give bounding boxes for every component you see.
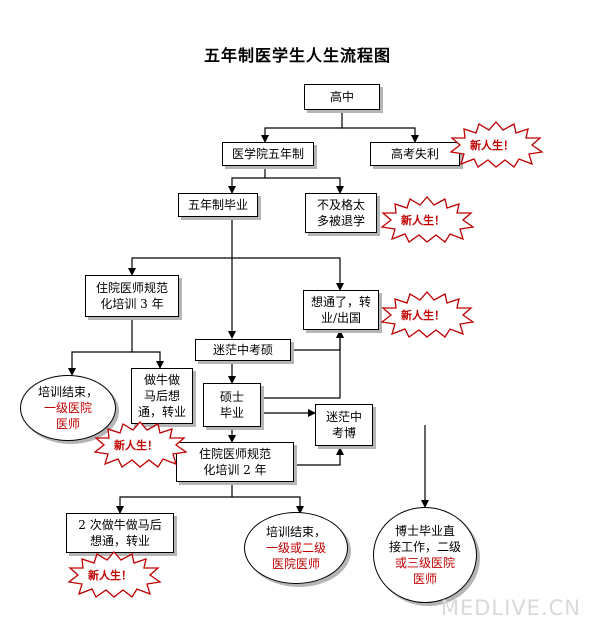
node-label: 多被退学 — [316, 214, 365, 228]
node-label: 或三级医院 — [394, 556, 455, 570]
burst-2 — [380, 196, 475, 243]
burst-4 — [93, 421, 188, 468]
node-work-hard-1: 做牛做 马后想 通，转业 — [131, 368, 193, 424]
burst-2-label: 新人生！ — [401, 214, 445, 227]
node-training-end-1: 培训结束， 一级医院 医师 — [20, 375, 116, 441]
node-label: 考博 — [331, 426, 356, 440]
watermark: MEDLIVE.CN — [440, 596, 581, 620]
node-label: 硕士 — [219, 390, 244, 404]
burst-5-label: 新人生！ — [88, 569, 132, 582]
node-figured-out: 想通了，转 业/出国 — [303, 290, 379, 330]
burst-3 — [380, 291, 475, 338]
burst-1 — [449, 121, 544, 168]
node-high-school: 高中 — [304, 84, 380, 110]
burst-1-label: 新人生！ — [470, 139, 514, 152]
node-label: 不及格太 — [316, 198, 365, 212]
node-phd: 博士毕业直 接工作，二级 或三级医院 医师 — [373, 507, 477, 603]
node-label: 做牛做 — [143, 373, 180, 387]
node-residency-3yr: 住院医师规范 化培训 3 年 — [85, 275, 179, 317]
node-graduate: 五年制毕业 — [178, 193, 258, 217]
node-residency-2yr: 住院医师规范 化培训 2 年 — [176, 442, 294, 482]
node-training-end-2: 培训结束， 一级或二级 医院医师 — [244, 512, 348, 584]
node-label: 医师 — [55, 417, 80, 431]
node-label: 化培训 3 年 — [100, 297, 164, 311]
node-label: 博士毕业直 — [394, 524, 455, 538]
diagram-title: 五年制医学生人生流程图 — [203, 46, 391, 65]
node-label: 2 次做牛做马后 — [78, 518, 162, 532]
node-label: 医学院五年制 — [231, 147, 304, 161]
node-dropout: 不及格太 多被退学 — [305, 193, 377, 233]
node-label: 想通了，转 — [310, 295, 371, 309]
burst-5 — [67, 551, 162, 598]
node-label: 接工作，二级 — [388, 540, 461, 554]
node-label: 毕业 — [219, 406, 244, 420]
node-exam-fail: 高考失利 — [370, 142, 460, 166]
node-label: 住院医师规范 — [198, 447, 271, 461]
node-label: 马后想 — [143, 389, 180, 403]
node-label: 通，转业 — [137, 405, 186, 419]
node-label: 五年制毕业 — [187, 198, 248, 212]
node-label: 迷茫中 — [325, 410, 362, 424]
node-label: 医师 — [412, 572, 437, 586]
node-med-school: 医学院五年制 — [222, 142, 314, 166]
node-label: 业/出国 — [320, 311, 362, 325]
node-confused-phd: 迷茫中 考博 — [315, 404, 373, 446]
node-label: 高考失利 — [390, 147, 439, 161]
node-label: 化培训 2 年 — [203, 463, 267, 477]
node-label: 一级或二级 — [265, 541, 326, 555]
node-label: 迷茫中考硕 — [212, 343, 273, 357]
node-label: 想通，转业 — [89, 534, 150, 548]
node-label: 培训结束， — [37, 385, 98, 399]
node-label: 住院医师规范 — [95, 281, 168, 295]
burst-4-label: 新人生！ — [114, 439, 158, 452]
node-work-hard-2: 2 次做牛做马后 想通，转业 — [66, 513, 174, 553]
node-label: 培训结束， — [265, 525, 326, 539]
burst-3-label: 新人生！ — [401, 309, 445, 322]
node-label: 一级医院 — [43, 401, 92, 415]
node-confused-master: 迷茫中考硕 — [195, 339, 291, 361]
node-label: 医院医师 — [271, 557, 320, 571]
node-label: 高中 — [329, 90, 354, 104]
node-master: 硕士 毕业 — [203, 383, 261, 427]
